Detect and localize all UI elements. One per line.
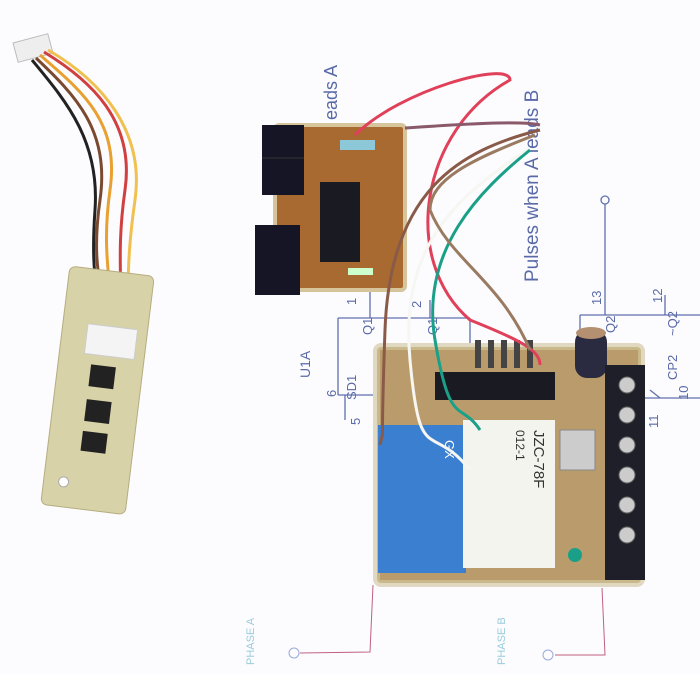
led [568, 548, 582, 562]
cable-board [12, 33, 155, 515]
cable-header [83, 323, 139, 361]
resistor [340, 140, 375, 150]
capacitor [575, 330, 607, 378]
regulator [559, 429, 596, 471]
pin-number-12: 12 [650, 289, 665, 303]
cable-connector [12, 33, 54, 63]
optical-sensor-header [255, 225, 300, 295]
pin-label-q2: Q2 [603, 316, 618, 333]
pin-number-13: 13 [589, 291, 604, 305]
terminal-screws [618, 376, 636, 544]
pin-number-6: 6 [324, 390, 339, 397]
schematic-phase-lines [288, 584, 606, 661]
push-button [80, 430, 108, 454]
pin-label-q1a: Q1 [360, 318, 375, 335]
pin-label-nq2: ~Q2 [665, 311, 680, 336]
relay-white-model: JZC-78F [530, 430, 547, 488]
schematic-label-pulses: Pulses when A leads B [522, 90, 543, 282]
schematic-phase-a: PHASE A [245, 617, 257, 665]
sensor-board [255, 123, 407, 295]
connecting-wires [353, 72, 542, 471]
relay-white-code: 012-1 [513, 430, 527, 461]
cable-pcb [40, 266, 155, 515]
pin-number-11: 11 [646, 415, 661, 429]
ic-chip [435, 372, 555, 400]
mounting-hole [58, 476, 70, 488]
schematic-label-leads-a: eads A [321, 65, 341, 120]
ic-chip [320, 182, 360, 262]
optical-sensor-header [262, 125, 304, 195]
pin-label-sd1: SD1 [344, 375, 359, 400]
resistor [348, 268, 373, 275]
pin-number-2: 2 [409, 301, 424, 308]
pin-number-1: 1 [344, 298, 359, 305]
pin-header [475, 340, 533, 368]
schematic-part-name: U1A [297, 350, 313, 378]
relay-board: GX JZC-78F 012-1 [373, 327, 645, 587]
push-button [84, 399, 112, 424]
relay-white [463, 420, 555, 568]
pin-label-cp2: CP2 [665, 355, 680, 380]
schematic-phase-b: PHASE B [496, 617, 508, 665]
pin-number-5: 5 [348, 418, 363, 425]
push-button [88, 364, 116, 390]
pin-number-10: 10 [676, 386, 691, 400]
